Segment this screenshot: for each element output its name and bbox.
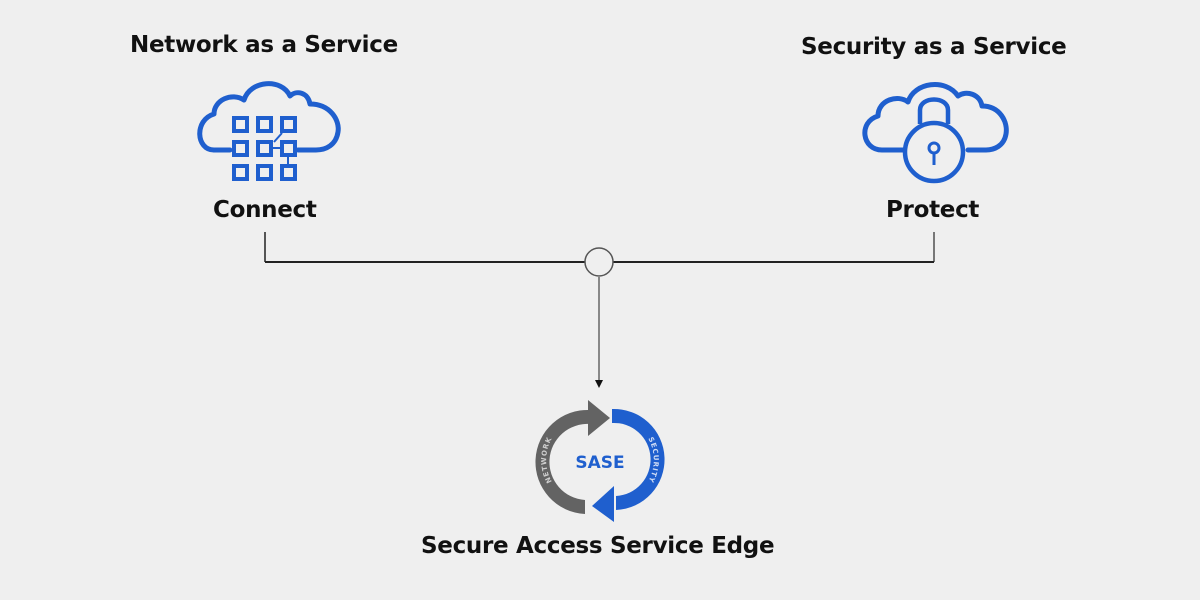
network-arrow-text: NETWORK xyxy=(540,436,554,485)
cloud-network-grid-icon xyxy=(197,81,341,181)
cloud-outline-left xyxy=(197,81,341,153)
grid-connectors xyxy=(271,132,289,166)
grid-squares xyxy=(232,116,297,181)
cycle-arrows-icon: NETWORK SECURITY SASE xyxy=(535,400,665,522)
junction-node xyxy=(584,247,614,277)
cloud-outline-right xyxy=(862,82,1009,153)
connect-label: Connect xyxy=(213,197,317,223)
padlock-shackle xyxy=(917,97,951,124)
protect-label: Protect xyxy=(886,197,980,223)
sase-center-text: SASE xyxy=(575,453,624,473)
security-arrow xyxy=(612,408,665,510)
network-as-a-service-title: Network as a Service xyxy=(130,32,398,58)
security-as-a-service-title: Security as a Service xyxy=(801,34,1067,60)
network-arrow xyxy=(535,409,590,514)
connector-lines xyxy=(264,232,935,388)
sase-caption: Secure Access Service Edge xyxy=(421,533,775,559)
cloud-padlock-icon xyxy=(862,82,1009,184)
